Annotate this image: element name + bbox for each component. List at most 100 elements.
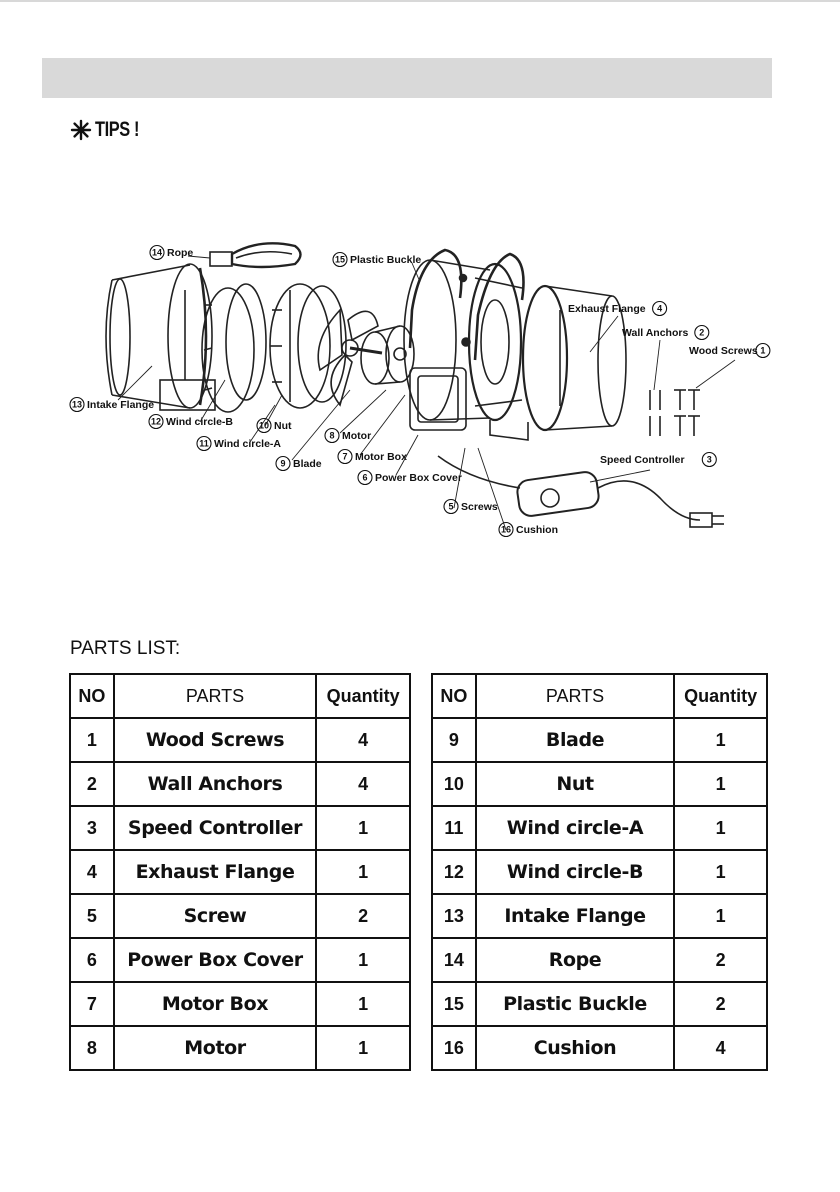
callout-number-circle — [256, 417, 272, 434]
tips-heading: TIPS ! — [70, 118, 152, 142]
part-number: 9 — [431, 717, 477, 763]
section-header-band — [42, 58, 772, 98]
part-name: Speed Controller — [112, 805, 318, 851]
table-header-row: NO PARTS Quantity — [431, 673, 768, 719]
part-quantity: 2 — [673, 937, 768, 983]
part-name: Motor Box — [112, 981, 318, 1027]
callout-text: Wind circle-B — [166, 416, 233, 428]
exhaust-flange-drawing — [521, 284, 627, 432]
part-quantity: 1 — [315, 849, 411, 895]
callout-text: Power Box Cover — [375, 472, 462, 484]
callout-text: Intake Flange — [87, 399, 154, 411]
callout-number-circle — [694, 324, 710, 341]
part-quantity: 1 — [315, 937, 411, 983]
callout-text: Exhaust Flange — [568, 303, 646, 315]
part-quantity: 1 — [315, 805, 411, 851]
callout-label: 3 Speed Controller — [600, 451, 717, 468]
callout-number-circle — [275, 455, 291, 472]
callout-number-circle — [149, 244, 165, 261]
speed-controller-drawing — [437, 455, 724, 528]
intake-flange-drawing — [105, 263, 216, 411]
callout-number-circle — [324, 427, 340, 444]
header-parts: PARTS — [474, 673, 676, 719]
callout-number: 4 — [657, 304, 662, 314]
part-name: Cushion — [474, 1025, 676, 1071]
callout-number-circle — [148, 413, 164, 430]
callout-number: 14 — [152, 248, 162, 258]
part-quantity: 1 — [673, 849, 768, 895]
leader-lines — [117, 255, 736, 531]
callout-number-circle — [196, 435, 212, 452]
part-name: Motor — [112, 1025, 318, 1071]
rope-drawing — [209, 242, 302, 269]
part-number: 4 — [69, 849, 115, 895]
callout-number: 7 — [342, 452, 347, 462]
callout-text: Nut — [274, 420, 292, 432]
part-quantity: 2 — [673, 981, 768, 1027]
part-number: 10 — [431, 761, 477, 807]
callout-label: 4 Exhaust Flange — [568, 300, 668, 317]
callout-number: 16 — [501, 525, 511, 535]
callout-number: 1 — [760, 346, 765, 356]
callout-number-circle — [69, 396, 85, 413]
part-quantity: 1 — [315, 981, 411, 1027]
part-number: 15 — [431, 981, 477, 1027]
part-quantity: 4 — [315, 717, 411, 763]
callout-number: 9 — [280, 459, 285, 469]
part-number: 16 — [431, 1025, 477, 1071]
header-no: NO — [69, 673, 115, 719]
part-number: 14 — [431, 937, 477, 983]
part-number: 3 — [69, 805, 115, 851]
callout-number-circle — [652, 300, 668, 317]
callout-text: Screws — [461, 501, 498, 513]
header-quantity: Quantity — [315, 673, 411, 719]
callout-text: Wood Screws — [689, 345, 758, 357]
part-name: Rope — [474, 937, 676, 983]
tips-label: TIPS ! — [95, 118, 140, 141]
part-number: 5 — [69, 893, 115, 939]
part-quantity: 1 — [673, 761, 768, 807]
part-number: 1 — [69, 717, 115, 763]
callout-number: 2 — [699, 328, 704, 338]
header-parts: PARTS — [112, 673, 318, 719]
table-header-row: NO PARTS Quantity — [69, 673, 411, 719]
callout-number: 15 — [335, 255, 345, 265]
callout-text: Motor — [342, 430, 371, 442]
callout-number: 12 — [151, 417, 161, 427]
callout-number: 13 — [72, 400, 82, 410]
part-name: Wind circle-B — [474, 849, 676, 895]
star-burst-icon — [70, 119, 92, 141]
callout-number: 11 — [199, 439, 209, 449]
part-quantity: 1 — [673, 805, 768, 851]
callout-number-circle — [332, 251, 348, 268]
callout-text: Speed Controller — [600, 454, 685, 466]
callout-number-circle — [357, 469, 373, 486]
part-number: 12 — [431, 849, 477, 895]
part-quantity: 1 — [673, 717, 768, 763]
part-name: Power Box Cover — [112, 937, 318, 983]
wind-circle-a-drawing — [269, 283, 347, 409]
callout-number-circle — [498, 521, 514, 538]
callout-label: 14 Rope — [149, 244, 193, 261]
part-name: Wind circle-A — [474, 805, 676, 851]
callout-number: 3 — [707, 455, 712, 465]
callout-text: Rope — [167, 247, 193, 259]
